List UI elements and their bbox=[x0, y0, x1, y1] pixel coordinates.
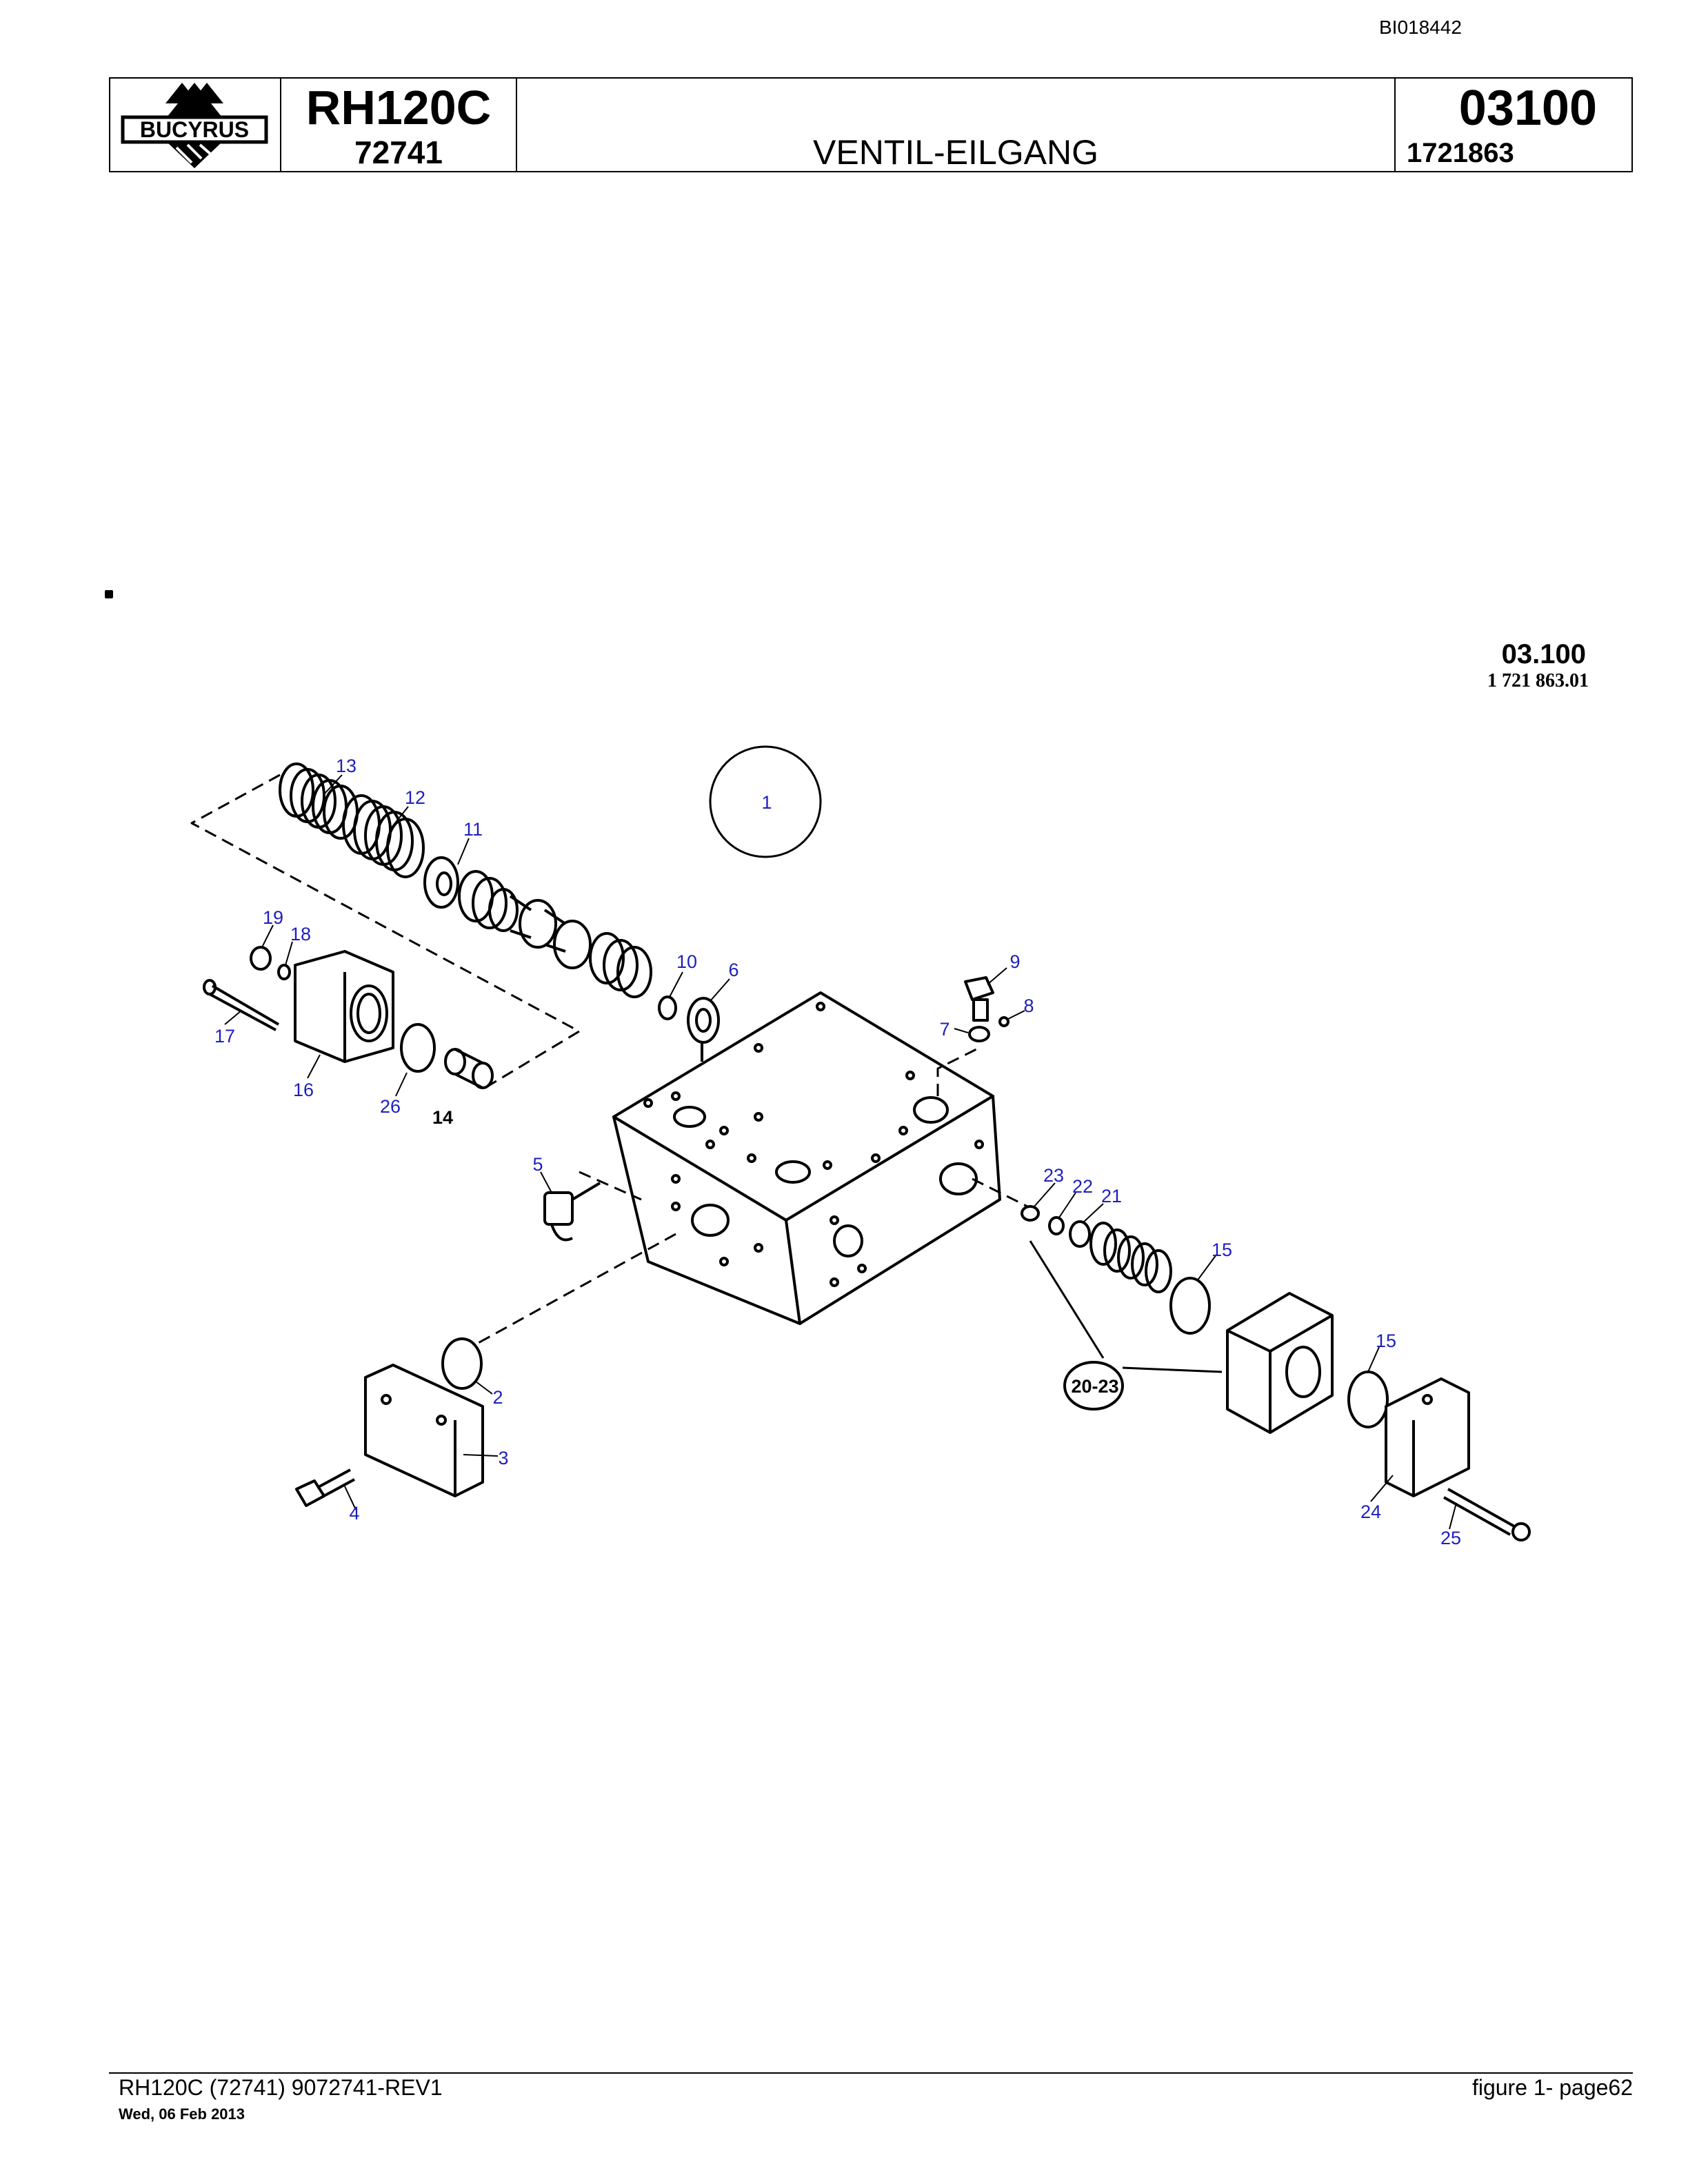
callout-21: 21 bbox=[1101, 1186, 1122, 1206]
callout-5: 5 bbox=[532, 1154, 543, 1175]
callout-20-23: 20-23 bbox=[1071, 1376, 1118, 1397]
callout-10: 10 bbox=[676, 951, 697, 972]
part-number: 1721863 bbox=[1407, 138, 1514, 168]
screw-23 bbox=[1021, 1205, 1040, 1222]
exploded-parts-diagram: 03.100 1 721 863.01 1 2 3 4 5 6 7 8 9 10… bbox=[105, 590, 1589, 1548]
stray-mark bbox=[105, 590, 113, 598]
sensor-5 bbox=[543, 1182, 601, 1242]
ring-22 bbox=[1048, 1216, 1065, 1235]
callout-18: 18 bbox=[290, 924, 311, 944]
callout-13: 13 bbox=[336, 756, 356, 776]
model-cell: RH120C 72741 bbox=[281, 79, 517, 171]
callout-19: 19 bbox=[263, 907, 283, 928]
callout-15b: 15 bbox=[1376, 1331, 1396, 1351]
section-number: 03100 bbox=[1458, 81, 1597, 136]
o-ring-15a bbox=[1169, 1277, 1211, 1335]
callout-6: 6 bbox=[728, 960, 738, 980]
spring-21 bbox=[1089, 1222, 1172, 1293]
page-title: VENTIL-EILGANG bbox=[813, 133, 1098, 172]
callout-8: 8 bbox=[1023, 995, 1034, 1016]
title-cell: VENTIL-EILGANG bbox=[517, 79, 1396, 172]
washer-7 bbox=[968, 1026, 990, 1042]
footer-divider bbox=[109, 2072, 1633, 2074]
item-1-circle bbox=[709, 745, 822, 858]
callout-7: 7 bbox=[939, 1019, 950, 1040]
bolt-25 bbox=[1443, 1488, 1531, 1541]
callout-4: 4 bbox=[349, 1503, 359, 1524]
footer-date: Wed, 06 Feb 2013 bbox=[119, 2105, 245, 2123]
bolt-4 bbox=[295, 1468, 355, 1507]
callout-9: 9 bbox=[1009, 951, 1020, 972]
callout-26: 26 bbox=[380, 1096, 401, 1117]
callout-17: 17 bbox=[214, 1026, 235, 1046]
drawing-ref-code: 1 721 863.01 bbox=[1487, 670, 1589, 691]
callout-15a: 15 bbox=[1212, 1240, 1232, 1260]
callout-16: 16 bbox=[293, 1080, 314, 1100]
bolt-17 bbox=[203, 979, 280, 1031]
cover-3 bbox=[364, 1364, 484, 1497]
callout-24: 24 bbox=[1360, 1502, 1381, 1522]
logo-text: BUCYRUS bbox=[140, 117, 249, 142]
washer-11 bbox=[423, 856, 459, 909]
o-ring-26 bbox=[400, 1023, 436, 1073]
plug-9 bbox=[964, 976, 994, 1022]
number-cell: 03100 1721863 bbox=[1396, 79, 1631, 171]
ring-10 bbox=[658, 995, 677, 1020]
manifold-block bbox=[612, 991, 1001, 1325]
footer-page: figure 1- page62 bbox=[1471, 2075, 1633, 2100]
callout-11: 11 bbox=[463, 819, 483, 840]
callout-22: 22 bbox=[1072, 1176, 1093, 1197]
o-ring-15b bbox=[1347, 1371, 1389, 1428]
callout-23: 23 bbox=[1043, 1165, 1064, 1186]
callout-25: 25 bbox=[1440, 1528, 1461, 1548]
valve-housing bbox=[1226, 1292, 1334, 1434]
ring-18 bbox=[277, 964, 291, 980]
spring-12 bbox=[342, 794, 425, 878]
nut-21 bbox=[1069, 1220, 1091, 1248]
title-block: BUCYRUS RH120C 72741 VENTIL-EILGANG 0310… bbox=[109, 77, 1633, 172]
eye-fitting-6 bbox=[687, 997, 720, 1062]
bucyrus-logo: BUCYRUS bbox=[121, 83, 268, 168]
callout-2: 2 bbox=[492, 1387, 503, 1408]
logo-cell: BUCYRUS bbox=[110, 79, 281, 171]
callout-12: 12 bbox=[405, 787, 425, 808]
valve-spool bbox=[458, 870, 652, 998]
callout-1: 1 bbox=[761, 792, 772, 813]
cover-16 bbox=[294, 950, 394, 1063]
o-ring-2 bbox=[441, 1337, 483, 1390]
serial-number: 72741 bbox=[354, 134, 443, 170]
ball-8 bbox=[998, 1016, 1009, 1027]
drawing-ref-number: 03.100 bbox=[1502, 639, 1586, 669]
plate-24 bbox=[1385, 1377, 1470, 1497]
plug-19 bbox=[250, 946, 272, 971]
model-name: RH120C bbox=[305, 81, 492, 134]
footer-reference: RH120C (72741) 9072741-REV1 bbox=[119, 2075, 443, 2100]
assembly-path-lines bbox=[190, 774, 1028, 1346]
document-id: BI018442 bbox=[1379, 17, 1462, 38]
sleeve-14 bbox=[444, 1048, 494, 1089]
callout-3: 3 bbox=[498, 1448, 508, 1468]
kit-20-23-circle bbox=[1063, 1361, 1124, 1410]
callout-14: 14 bbox=[432, 1107, 453, 1128]
